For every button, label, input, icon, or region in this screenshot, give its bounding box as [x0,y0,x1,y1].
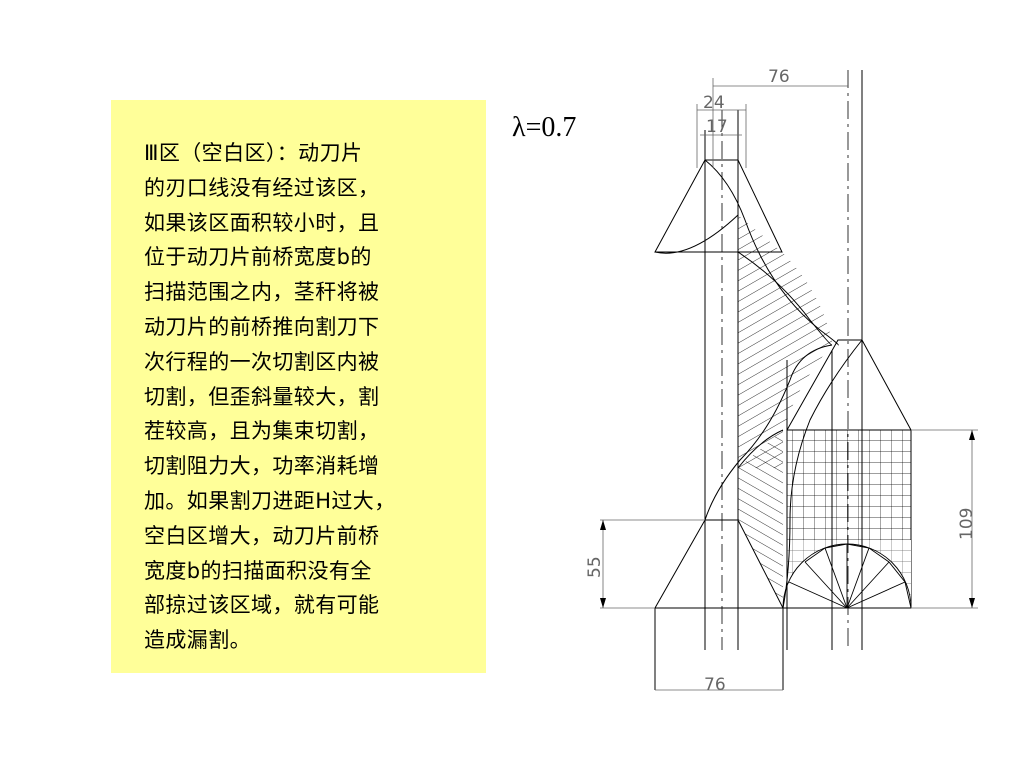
dimension-right-height: 109 [957,508,977,540]
note-line: 造成漏割。 [144,628,251,653]
note-line: 茬较高，且为集束切割， [144,419,380,444]
dimension-top-width: 76 [768,67,790,87]
note-line: 宽度b的扫描面积没有全 [144,558,372,583]
dimension-lines [600,78,978,691]
dimension-bottom-width: 76 [704,675,726,695]
note-line: 如果该区面积较小时，且 [144,210,380,235]
dimension-arrows [600,430,975,608]
note-line: 位于动刀片前桥宽度b的 [144,245,372,270]
note-line: 部掠过该区域，就有可能 [144,593,380,618]
guide-lines [654,70,863,690]
note-line: Ⅲ区（空白区）：动刀片 [144,141,363,165]
note-line: 动刀片的前桥推向割刀下 [144,314,380,339]
center-lines [721,70,849,650]
lambda-label: λ=0.7 [512,112,577,143]
fan-semicircle [782,543,912,609]
explanation-panel [111,100,486,673]
note-line: 扫描范围之内，茎秆将被 [144,280,380,305]
note-line: 的刃口线没有经过该区， [144,175,380,200]
dimension-upper-width: 24 [703,93,725,113]
hatched-region-lower [738,430,783,608]
hatched-region-upper [738,215,832,468]
note-line: 次行程的一次切割区内被 [144,349,380,374]
note-line: 切割阻力大，功率消耗增 [144,454,380,479]
note-line: 空白区增大，动刀片前桥 [144,523,380,548]
note-line: 加。如果割刀进距H过大， [144,488,396,513]
dimension-left-height: 55 [585,556,605,578]
note-line: 切割，但歪斜量较大，割 [144,384,380,409]
explanation-text: Ⅲ区（空白区）：动刀片 的刃口线没有经过该区， 如果该区面积较小时，且 位于动刀… [144,136,474,658]
dimension-inner-width: 17 [706,117,728,137]
